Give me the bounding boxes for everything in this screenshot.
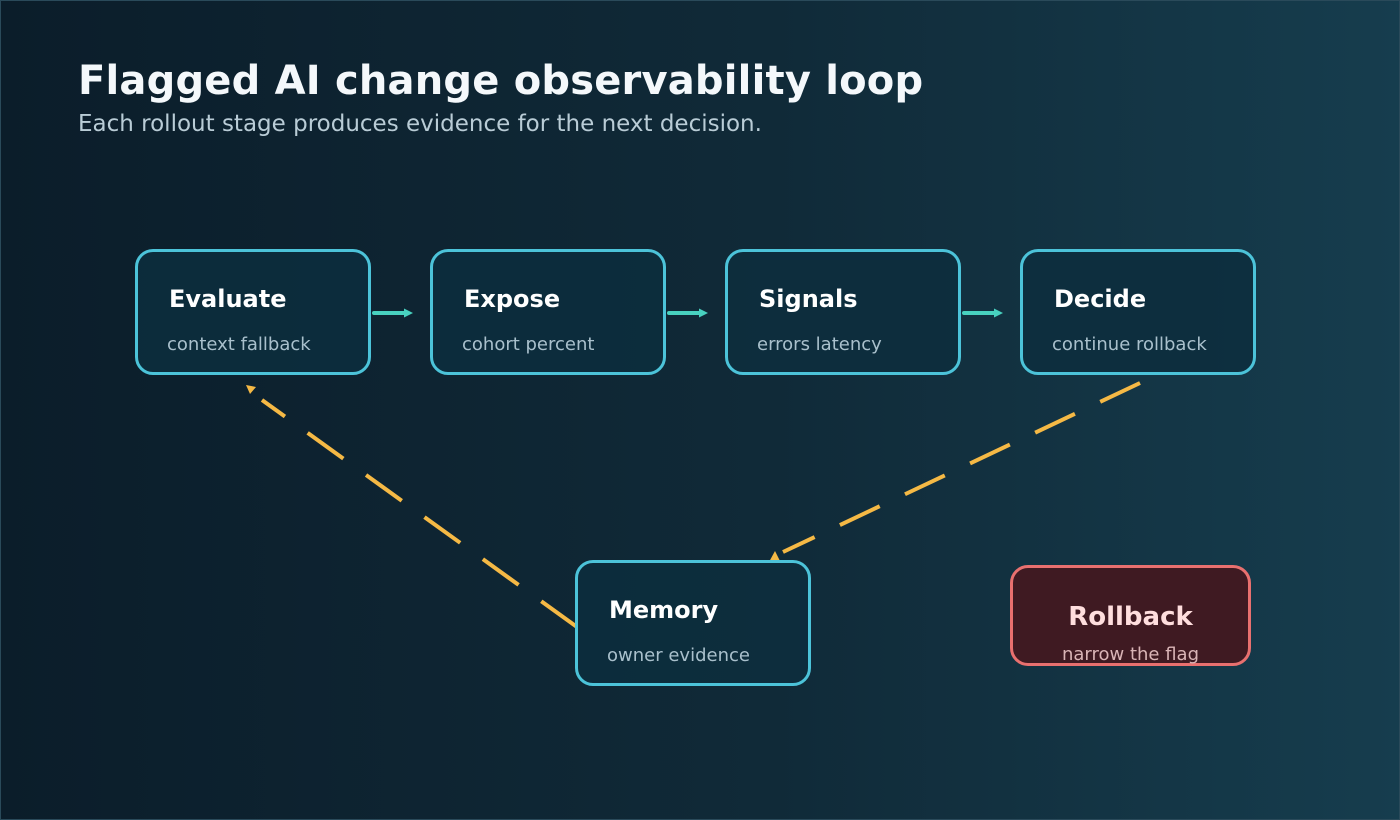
stage-evaluate: Evaluate context fallback (135, 249, 371, 375)
stage-decide: Decide continue rollback (1020, 249, 1256, 375)
feedback-arrow-memory-evaluate (246, 385, 579, 629)
stage-memory-label: Memory (609, 596, 719, 624)
stage-memory: Memory owner evidence (575, 560, 811, 686)
rollback-label: Rollback (1068, 602, 1193, 632)
stage-evaluate-detail: context fallback (167, 334, 311, 355)
stage-signals-label: Signals (759, 285, 858, 313)
page-subtitle: Each rollout stage produces evidence for… (78, 111, 762, 137)
stage-expose: Expose cohort percent (430, 249, 666, 375)
stage-evaluate-label: Evaluate (169, 285, 287, 313)
stage-memory-detail: owner evidence (607, 645, 750, 666)
stage-expose-label: Expose (464, 285, 561, 313)
stage-decide-label: Decide (1054, 285, 1147, 313)
stage-signals: Signals errors latency (725, 249, 961, 375)
stage-expose-detail: cohort percent (462, 334, 595, 355)
feedback-arrow-decide-memory (769, 381, 1141, 562)
rollback-detail: narrow the flag (1061, 644, 1200, 665)
stage-decide-detail: continue rollback (1052, 334, 1207, 355)
page-title: Flagged AI change observability loop (78, 58, 924, 104)
stage-signals-detail: errors latency (757, 334, 882, 355)
rollback-box: Rollback narrow the flag (1010, 565, 1251, 666)
